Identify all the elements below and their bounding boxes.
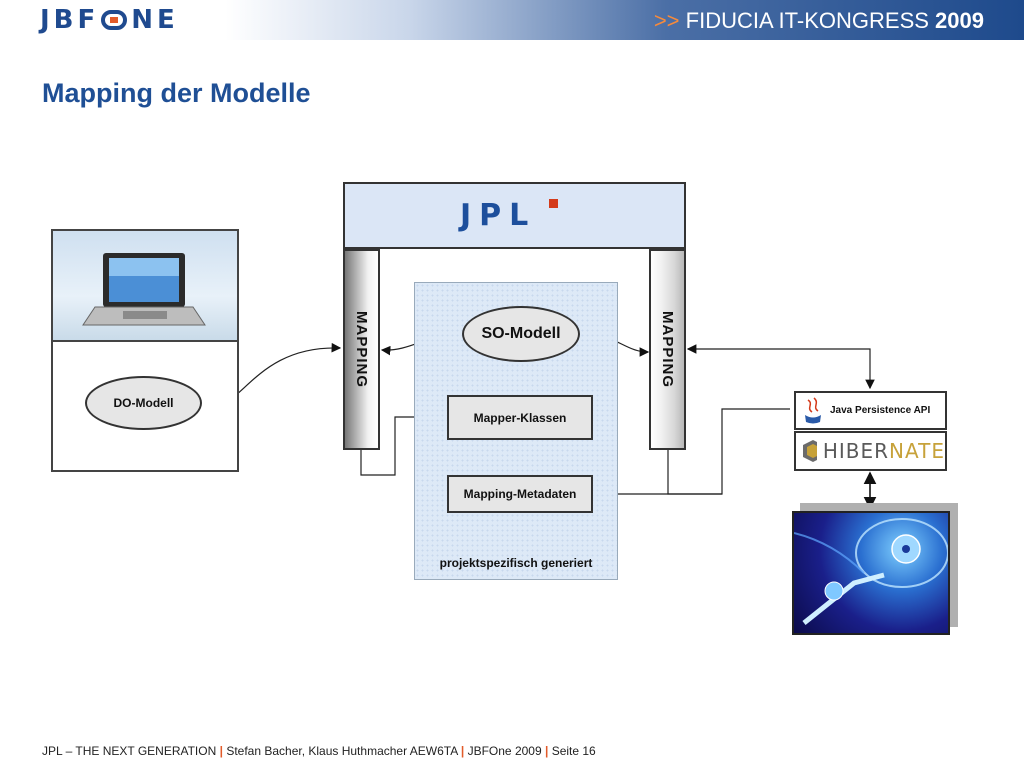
mapping-column-left: MAPPING — [343, 249, 380, 450]
footer: JPL – THE NEXT GENERATION | Stefan Bache… — [42, 744, 596, 758]
logo-text-right: NE — [131, 5, 179, 35]
jbfone-logo: JBF NE — [40, 5, 179, 35]
footer-authors: Stefan Bacher, Klaus Huthmacher AEW6TA — [226, 744, 458, 758]
hibernate-icon — [803, 440, 817, 462]
footer-project: JPL – THE NEXT GENERATION — [42, 744, 217, 758]
jpa-box: Java Persistence API — [794, 391, 947, 430]
event-year: 2009 — [935, 8, 984, 33]
footer-separator: | — [219, 744, 223, 758]
logo-o-mark — [101, 10, 128, 30]
mapping-right-to-jpa-line — [686, 344, 875, 390]
mapping-left-to-mapper-line — [360, 412, 446, 476]
hibernate-text-right: NATE — [889, 439, 945, 463]
do-modell-node: DO-Modell — [85, 376, 202, 430]
laptop-icon — [82, 253, 206, 326]
footer-separator: | — [460, 744, 465, 758]
so-modell-node: SO-Modell — [462, 306, 580, 362]
footer-org: JBFOne 2009 — [467, 744, 542, 758]
hard-disk-image — [792, 511, 950, 635]
header-bar — [0, 0, 1024, 40]
jpa-label: Java Persistence API — [830, 405, 931, 416]
event-title: >> FIDUCIA IT-KONGRESS 2009 — [654, 8, 984, 34]
page-title: Mapping der Modelle — [42, 78, 311, 108]
generated-area-label: projektspezifisch generiert — [439, 556, 593, 570]
logo-text-left: JBF — [40, 5, 100, 35]
jpl-logo-dot — [549, 199, 558, 208]
mapping-column-right: MAPPING — [649, 249, 686, 450]
mapping-metadaten-node: Mapping-Metadaten — [447, 475, 593, 513]
java-icon — [805, 396, 821, 423]
laptop-image — [53, 231, 237, 342]
mapper-klassen-node: Mapper-Klassen — [447, 395, 593, 440]
footer-separator: | — [544, 744, 549, 758]
hibernate-box: HIBERNATE — [794, 431, 947, 471]
event-arrow: >> — [653, 8, 680, 33]
jpl-header-box — [343, 182, 686, 249]
hibernate-logo: HIBERNATE — [823, 439, 945, 463]
mapping-label-left: MAPPING — [353, 311, 370, 389]
footer-page: Seite 16 — [551, 744, 596, 758]
event-name: FIDUCIA IT-KONGRESS — [685, 8, 929, 33]
jpl-logo: JPL — [460, 198, 537, 233]
hibernate-text-left: HIBER — [822, 439, 890, 463]
jpa-to-metadaten-line — [594, 408, 790, 499]
mapping-right-to-metadaten-line — [667, 450, 722, 495]
hard-disk-icon — [794, 518, 948, 625]
mapping-label-right: MAPPING — [659, 311, 676, 389]
